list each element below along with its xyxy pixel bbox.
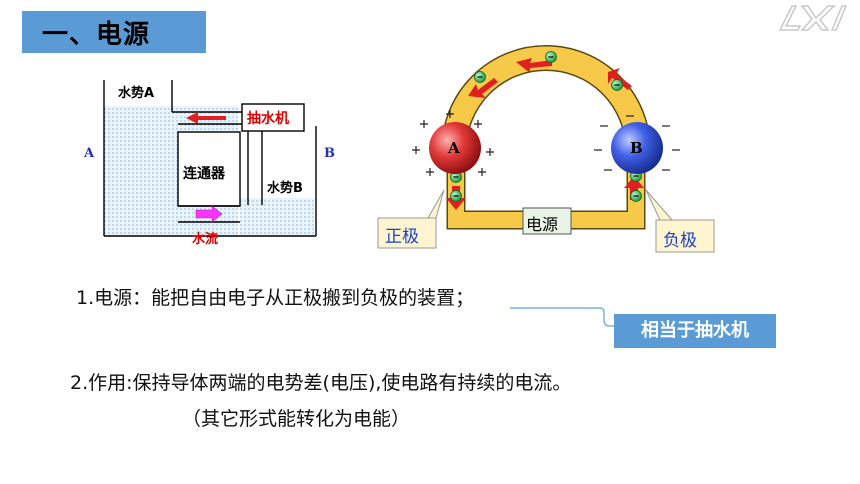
label-water-level-b: 水势B (267, 181, 303, 196)
water-analogy-diagram (103, 80, 317, 237)
definition-line: 1.电源：能把自由电子从正极搬到负极的装置； (76, 287, 475, 309)
label-right-letter: B (324, 146, 335, 161)
sphere-a (412, 110, 494, 176)
source-label-box (522, 207, 572, 235)
water-flow-arrow-right (195, 205, 223, 223)
positive-callout-bubble (377, 189, 445, 249)
section-title: 一、电源 (42, 20, 151, 50)
pump-analogy-callout: 相当于抽水机 (614, 314, 776, 348)
energy-conversion-note: （其它形式能转化为电能） (182, 408, 411, 430)
label-water-level-a: 水势A (118, 86, 155, 101)
label-water-flow: 水流 (192, 232, 219, 247)
sphere-b (594, 115, 680, 174)
water-tank-b (240, 198, 314, 236)
label-sphere-b: B (630, 139, 643, 157)
circuit-diagram (377, 45, 715, 253)
water-flow-arrow-left (186, 112, 226, 124)
logo-icon (778, 5, 848, 31)
label-left-letter: A (84, 146, 95, 161)
label-power-source: 电源 (526, 215, 559, 234)
pump-box (241, 103, 305, 132)
section-title-background (22, 11, 206, 53)
label-sphere-a: A (448, 139, 460, 157)
callout-connector-line (510, 307, 614, 327)
negative-callout-bubble (645, 189, 715, 253)
function-line: 2.作用:保持导体两端的电势差(电压),使电路有持续的电流。 (70, 372, 572, 394)
label-positive-pole: 正极 (385, 227, 419, 247)
label-pump: 抽水机 (247, 111, 289, 127)
label-connector: 连通器 (183, 166, 225, 182)
label-negative-pole: 负极 (663, 231, 697, 251)
